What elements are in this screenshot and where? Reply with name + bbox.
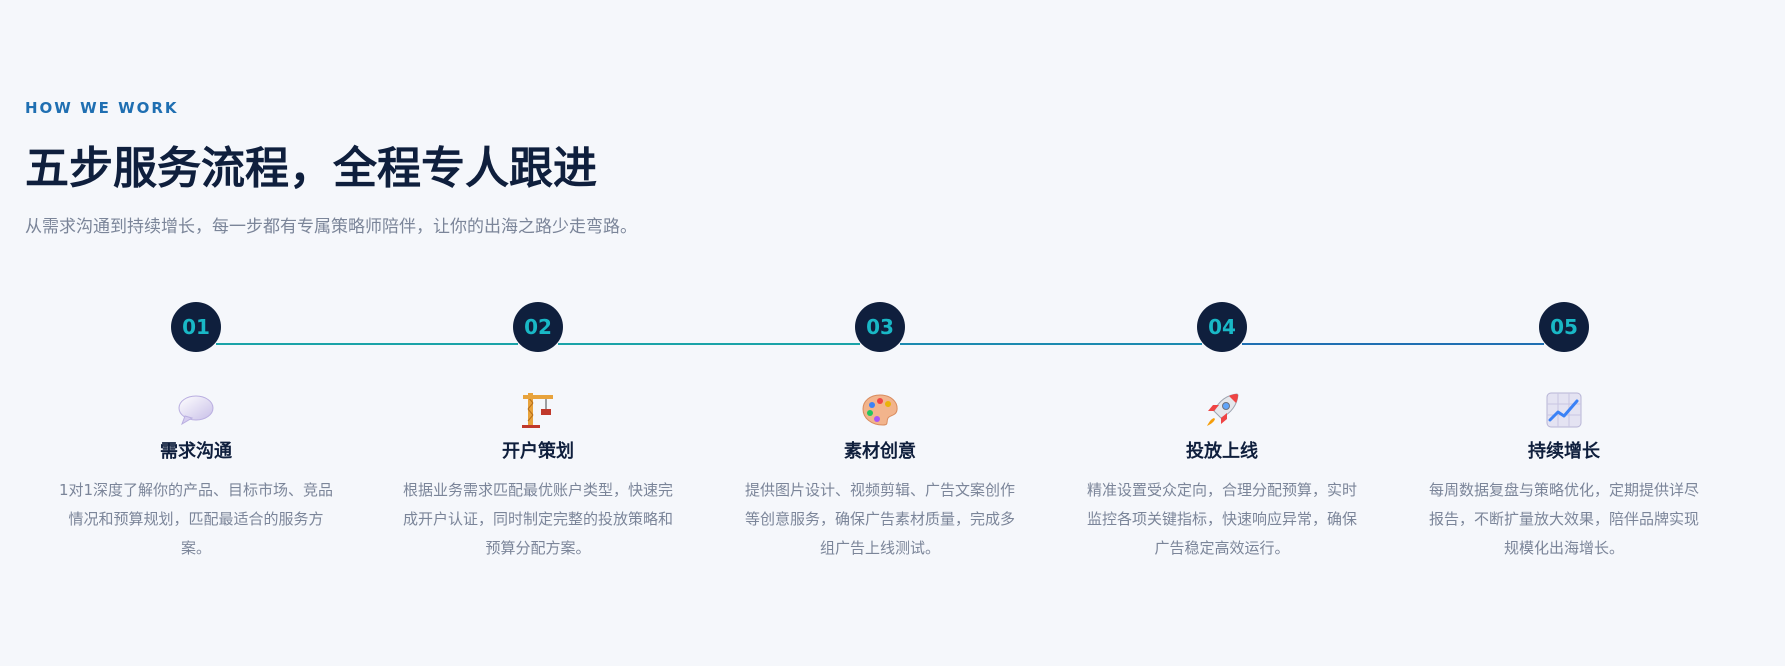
section-subtitle: 从需求沟通到持续增长，每一步都有专属策略师陪伴，让你的出海之路少走弯路。 xyxy=(25,217,637,237)
step-description: 根据业务需求匹配最优账户类型，快速完成开户认证，同时制定完整的投放策略和预算分配… xyxy=(402,481,673,557)
step-card-1: 01 需求沟通 1对1深度了解你的产品、目标市场、竞品情况和预算规划，匹配最适合… xyxy=(46,302,346,563)
step-description: 精准设置受众定向，合理分配预算，实时监控各项关键指标，快速响应异常，确保广告稳定… xyxy=(1086,481,1357,557)
step-description: 1对1深度了解你的产品、目标市场、竞品情况和预算规划，匹配最适合的服务方案。 xyxy=(58,481,334,557)
crane-icon xyxy=(518,390,558,430)
speech-bubble-icon xyxy=(176,390,216,430)
step-number-badge: 01 xyxy=(171,302,221,352)
section-title: 五步服务流程，全程专人跟进 xyxy=(25,143,597,194)
step-number-badge: 05 xyxy=(1539,302,1589,352)
rocket-icon xyxy=(1202,390,1242,430)
step-description: 每周数据复盘与策略优化，定期提供详尽报告，不断扩量放大效果，陪伴品牌实现规模化出… xyxy=(1428,481,1699,557)
step-title: 开户策划 xyxy=(502,441,574,462)
timeline-connector xyxy=(558,343,860,345)
step-title: 投放上线 xyxy=(1186,441,1258,462)
step-card-5: 05 持续增长 每周数据复盘与策略优化，定期提供详尽报告，不断扩量放大效果，陪伴… xyxy=(1414,302,1714,563)
step-number-badge: 02 xyxy=(513,302,563,352)
timeline-connector xyxy=(216,343,518,345)
step-title: 需求沟通 xyxy=(160,441,232,462)
step-title: 持续增长 xyxy=(1528,441,1600,462)
chart-increasing-icon xyxy=(1544,390,1584,430)
timeline-connector xyxy=(900,343,1202,345)
palette-icon xyxy=(860,390,900,430)
step-number-badge: 04 xyxy=(1197,302,1247,352)
step-card-2: 02 开户策划 根据业务需求匹配最优账户类型，快速完成开户认证，同时制定完整的投… xyxy=(388,302,688,563)
step-number-badge: 03 xyxy=(855,302,905,352)
step-title: 素材创意 xyxy=(844,441,916,462)
step-card-3: 03 素材创意 提供图片设计、视频剪辑、广告文案创作等创意服务，确保广告素材质量… xyxy=(730,302,1030,563)
step-card-4: 04 投放上线 精准设置受众定向，合理分配预算，实时监控各项关键指标，快速响应异… xyxy=(1072,302,1372,563)
eyebrow-label: HOW WE WORK xyxy=(25,99,179,117)
timeline-connector xyxy=(1242,343,1544,345)
step-description: 提供图片设计、视频剪辑、广告文案创作等创意服务，确保广告素材质量，完成多组广告上… xyxy=(744,481,1015,557)
